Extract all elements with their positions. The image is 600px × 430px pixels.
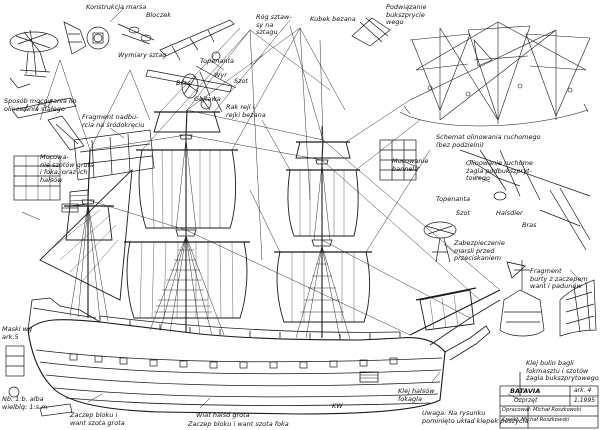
label-top-construction: Konstrukcja marsa xyxy=(86,3,147,11)
detail-parrel xyxy=(145,69,233,113)
title-rigging: Ozprzęt xyxy=(514,397,538,404)
label-fore-tack-cleat: Klej halsów fokagla xyxy=(398,387,435,403)
label-topping-lift-right: Topenanta xyxy=(436,195,471,203)
rigging-lines xyxy=(39,19,501,340)
label-spritsail-rigging: Olinowanie ruchome żagla podbukszpryt- t… xyxy=(466,159,533,182)
label-foresheet-block: Zaczep bloku i want szota foka xyxy=(188,420,289,428)
mast-tops xyxy=(81,134,333,247)
label-stay-horn: Róg sztaw- sy na sztagu xyxy=(256,13,292,36)
label-sheet-top: Szot xyxy=(234,77,249,85)
label-mainsheet-block: Zaczep bloku i want szota grota xyxy=(70,411,125,427)
label-sheet-right: Szot xyxy=(456,209,471,217)
title-block: BATAVIA ark. 4 Ozprzęt 1.1995 Opracował:… xyxy=(500,386,600,430)
flags xyxy=(69,126,526,396)
label-topping-lift-top: Topenanta xyxy=(200,57,235,65)
label-note-scale: Nb. 1:b. alba wielblq: 1:s.m xyxy=(2,395,48,411)
label-top-protection: Zabezpieczenie marsli przed przeciskanie… xyxy=(454,239,505,262)
detail-fastening xyxy=(11,97,85,201)
title-drawn-by: Kreślił: Michał Roszkowski xyxy=(502,417,570,423)
label-halyard: Halsdier xyxy=(496,209,523,217)
title-name: BATAVIA xyxy=(510,387,541,395)
label-bowsprit-lashing: Podwiązanie bukszprycie wego xyxy=(386,3,427,26)
detail-top-protection xyxy=(423,221,457,263)
label-brace-top: Bras xyxy=(176,79,191,87)
leader-lines xyxy=(21,7,583,409)
label-note-planking: Uwaga: Na rysunku pominięto układ klepek… xyxy=(422,409,529,425)
ship-hull xyxy=(27,297,501,415)
title-prepared-by: Opracował: Michał Roszkowski xyxy=(502,407,582,413)
title-sheet: ark. 4 xyxy=(574,387,592,394)
detail-stern-sketch xyxy=(499,260,545,337)
label-bulwark-fragment: Fragment nadbu- rcia na śródokręciu xyxy=(82,113,145,129)
sails xyxy=(39,111,475,331)
label-bannel-mount: Mocowanie bannela xyxy=(392,157,429,173)
detail-spritsail-rigging xyxy=(459,149,591,251)
detail-top-construction xyxy=(9,21,110,89)
label-hull-fragment: Fragment burty z zaczepem want i padunów xyxy=(530,267,588,290)
masts xyxy=(87,109,501,338)
label-main-tack: Wiat halsd grota xyxy=(196,411,250,419)
detail-bannel-mount xyxy=(379,139,417,181)
label-wyr: Wyr xyxy=(214,71,227,79)
gunports xyxy=(69,353,398,369)
label-block: Bloczek xyxy=(146,11,171,19)
detail-bulwark xyxy=(61,129,155,213)
detail-rigging-schema xyxy=(399,21,591,127)
label-initials: KW xyxy=(332,402,343,410)
detail-bowsprit-lashing xyxy=(351,17,391,47)
detail-hull-fragment xyxy=(559,279,597,337)
title-block-frame xyxy=(499,385,599,429)
label-sheet-mounting: Mocowa- nie szotów grota i foka, oraz ic… xyxy=(40,153,94,184)
label-fastening-method: Sposób mocowania lin olinowania stałego xyxy=(4,97,77,113)
label-stay-dimensions: Wymiary sztag xyxy=(118,51,167,59)
title-date: 1.1995 xyxy=(574,397,595,404)
sail-seams xyxy=(49,149,459,330)
detail-blocks xyxy=(117,19,237,97)
label-rigging-schema: Schemat olinowania ruchomego (bez podzie… xyxy=(436,133,541,149)
label-clewline: Gejtawa xyxy=(194,95,221,103)
label-bowline-cleats: Klej bulin bagli fokmasztu i szotów żagl… xyxy=(526,359,599,382)
label-masks: Maski wg ark.5 xyxy=(2,325,33,341)
label-brace-right: Bras xyxy=(522,221,537,229)
label-mizzen-cup: Kubek bezana xyxy=(310,15,356,23)
detail-lower-left xyxy=(5,345,73,417)
label-parrel: Rak reji i rejki bezana xyxy=(226,103,266,119)
